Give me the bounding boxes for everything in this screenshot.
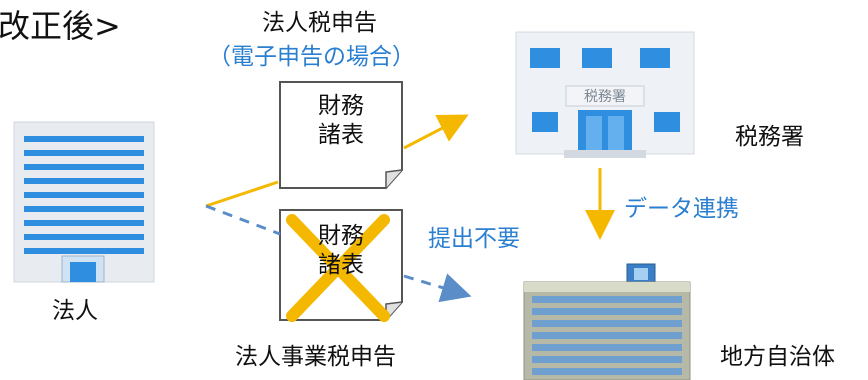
- document-1-line1: 財務: [318, 93, 364, 119]
- corporate-tax-filing-title: 法人税申告: [262, 10, 377, 36]
- document-2-text: 財務 諸表: [301, 222, 381, 280]
- filing-arrow-to-tax-office: [403, 114, 469, 150]
- cross-mark-icon: [286, 214, 390, 322]
- document-1-text: 財務 諸表: [301, 92, 381, 150]
- tax-office-sign: 税務署: [584, 89, 626, 105]
- corporation-label: 法人: [52, 298, 98, 324]
- tax-office-building-icon: 税務署: [515, 31, 695, 158]
- filing-line-to-document: [205, 180, 279, 208]
- local-government-label: 地方自治体: [720, 344, 835, 370]
- document-2-line1: 財務: [318, 223, 364, 249]
- page-heading: 改正後>: [0, 7, 121, 45]
- no-submission-label: 提出不要: [428, 226, 520, 252]
- corporation-building-icon: [13, 121, 155, 283]
- dashed-line-to-document: [205, 204, 281, 236]
- local-government-building-icon: [523, 263, 691, 380]
- data-link-label: データ連携: [624, 196, 739, 222]
- corporate-tax-filing-subtitle: （電子申告の場合）: [208, 44, 415, 70]
- document-1-line2: 諸表: [318, 121, 364, 148]
- tax-office-label: 税務署: [735, 124, 804, 150]
- financial-statements-document-icon: [279, 81, 403, 189]
- business-tax-filing-title: 法人事業税申告: [235, 344, 396, 370]
- document-2-line2: 諸表: [318, 251, 364, 278]
- dashed-arrow-to-local-government: [403, 273, 472, 303]
